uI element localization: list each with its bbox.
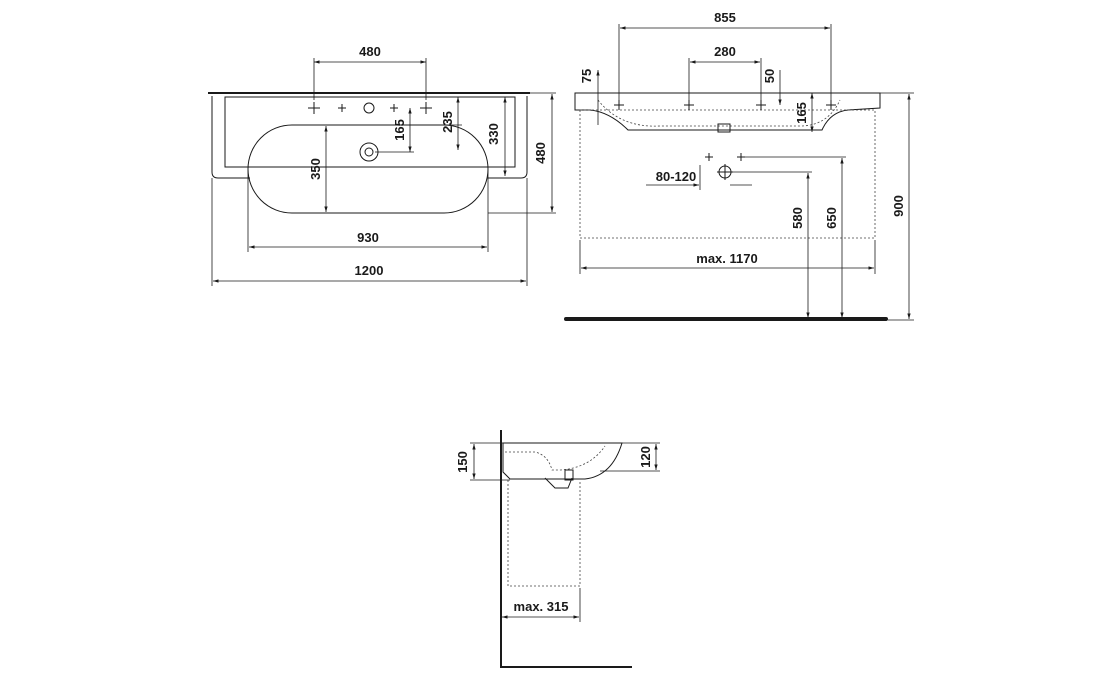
basin-front-outline [574, 92, 881, 131]
bowl-hidden-line [597, 99, 841, 127]
basin-back-rim [224, 96, 516, 168]
basin-outline-left [211, 96, 250, 179]
side-vanity-outline [507, 480, 581, 587]
dim-bowl-label: 930 [357, 230, 379, 245]
dim-650-label: 650 [824, 207, 839, 229]
supply-markers [705, 153, 745, 180]
dim-50-label: 50 [762, 69, 777, 83]
vanity-outline [579, 109, 876, 239]
dim-depth-label: 480 [533, 142, 548, 164]
dim-330-label: 330 [486, 123, 501, 145]
dim-165-label: 165 [392, 119, 407, 141]
dim-max-depth-label: max. 315 [514, 599, 569, 614]
basin-outline-right [488, 96, 528, 179]
dim-280-label: 280 [714, 44, 736, 59]
dim-350-label: 350 [308, 158, 323, 180]
dim-235-label: 235 [440, 111, 455, 133]
dim-150-label: 150 [455, 451, 470, 473]
dim-580-label: 580 [790, 207, 805, 229]
dim-tap-spacing-label: 480 [359, 44, 381, 59]
front-tap-holes [614, 100, 836, 110]
dim-120-label: 120 [638, 446, 653, 468]
side-drain [544, 477, 573, 489]
dim-80-120-label: 80-120 [656, 169, 696, 184]
dim-width-label: 1200 [355, 263, 384, 278]
side-drain-stub [564, 469, 574, 481]
bowl-side-hidden-line [505, 445, 606, 471]
dim-900-label: 900 [891, 195, 906, 217]
top-view: 480 165 235 330 350 480 930 1200 [208, 44, 556, 286]
front-view: 855 280 75 50 165 80-120 580 650 [564, 10, 914, 321]
dim-front-165-label: 165 [794, 102, 809, 124]
drain-stub [717, 123, 731, 133]
bowl-outline [247, 124, 489, 214]
tap-holes [308, 102, 432, 114]
dim-75-label: 75 [579, 69, 594, 83]
dim-max-width-label: max. 1170 [696, 251, 757, 266]
side-view: 150 120 max. 315 [455, 430, 660, 668]
dim-855-label: 855 [714, 10, 736, 25]
basin-side-outline [502, 442, 623, 480]
